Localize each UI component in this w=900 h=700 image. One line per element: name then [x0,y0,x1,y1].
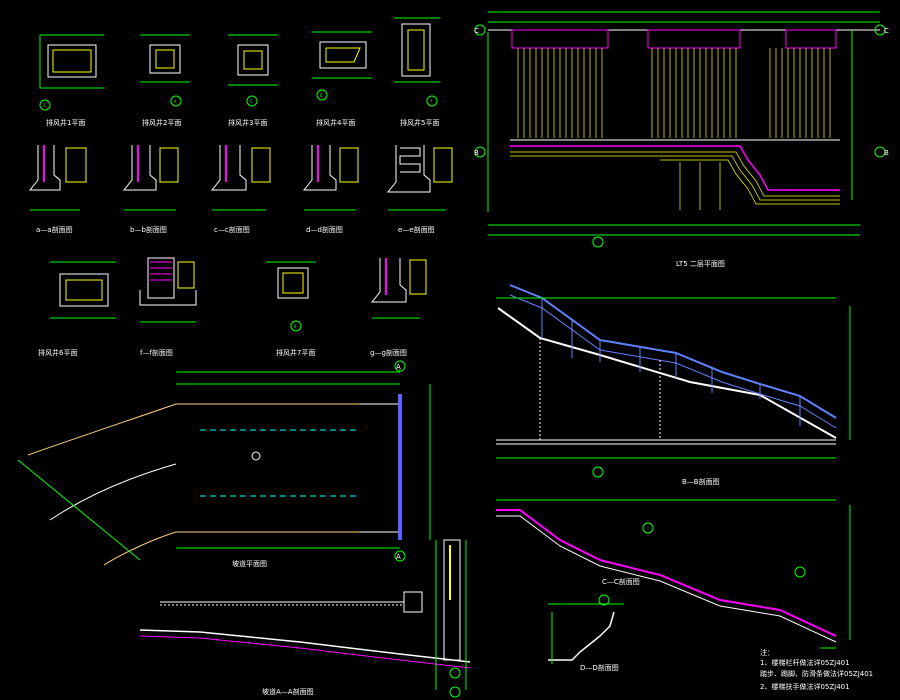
section-c-title: c—c剖面图 [214,225,250,234]
section-a-detail [28,145,87,211]
note-line-2: 踏步、踢脚、防滑条做法详05ZJ401 [760,670,874,678]
pit-plan-7-title: 排风井7平面 [276,348,315,357]
pit-plan-4-title: 排风井4平面 [316,118,355,127]
circle-label-3: 3 [43,103,46,108]
circle-label-4: 4 [174,99,177,104]
pit-plan-2-title: 排风井2平面 [142,118,181,127]
ramp-plan [17,360,431,566]
circle-label-7: 7 [430,99,433,104]
pit-plan-6 [50,261,116,319]
section-b-b [496,284,851,478]
section-e-detail [386,145,453,211]
pit-plan-5-title: 排风井5平面 [400,118,439,127]
pit-plan-3 [228,34,278,107]
stair-plan [474,11,886,248]
note-heading: 注： [760,649,774,657]
note-line-1: 1、楼梯栏杆做法详05ZJ401 [760,659,850,667]
pit-plan-3-title: 排风井3平面 [228,118,267,127]
section-g-detail [370,258,427,319]
pit-plan-5 [394,17,440,107]
section-f-title: f—f剖面图 [140,348,173,357]
stair-plan-title: LT5 二层平面图 [676,260,725,268]
circle-label-5: 5 [250,99,253,104]
circle-label-8: 8 [294,324,297,329]
axis-b-left: B [474,149,479,157]
axis-b-right: B [884,149,889,157]
axis-a-bottom: A [396,553,401,561]
section-d-d-title: D—D剖面图 [580,663,619,672]
section-a-title: a—a剖面图 [36,225,73,234]
pit-plan-1 [39,34,104,111]
pit-plan-1-title: 排风井1平面 [46,118,85,127]
pit-plan-4 [312,31,372,101]
note-line-3: 2、楼梯扶手做法详05ZJ401 [760,683,850,691]
section-d-d [548,594,624,664]
axis-c-left: C [474,27,479,35]
pit-plan-2 [140,34,190,107]
circle-label-6: 6 [320,93,323,98]
section-c-c [496,499,851,649]
section-b-b-title: B—B剖面图 [682,477,720,486]
section-d-title: d—d剖面图 [306,225,343,234]
section-b-title: b—b剖面图 [130,225,167,234]
section-c-c-title: C—C剖面图 [602,577,640,586]
section-f-detail [139,257,197,323]
pit-plan-7 [266,261,316,332]
ramp-section-title: 坡道A—A剖面图 [262,687,314,696]
ramp-section-a-a [139,539,471,698]
section-e-title: e—e剖面图 [398,225,435,234]
section-b-detail [122,145,179,211]
pit-plan-6-title: 排风井6平面 [38,348,77,357]
section-c-detail [210,145,271,211]
section-g-title: g—g剖面图 [370,348,407,357]
section-d-detail [302,145,359,211]
axis-a-top: A [396,363,401,371]
ramp-plan-title: 坡道平面图 [232,559,267,568]
axis-c-right: C [884,27,889,35]
